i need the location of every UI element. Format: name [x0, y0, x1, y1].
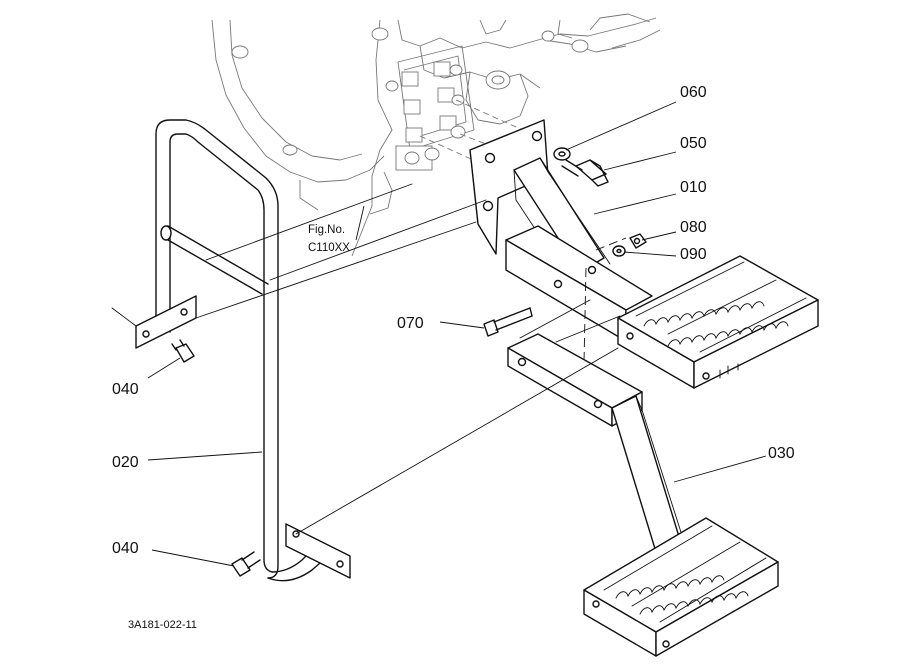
- handrail-020: [135, 119, 351, 582]
- upper-step-tread: [617, 255, 819, 389]
- bolt-050: [561, 159, 609, 187]
- projection-lines: [111, 183, 621, 535]
- leader-lines: [147, 101, 767, 567]
- callout-030: 030: [768, 445, 795, 462]
- figure-ref-number: C110XX: [308, 242, 350, 254]
- step-bracket-010: [469, 119, 653, 341]
- washer-060: [553, 147, 571, 161]
- callout-050: 050: [680, 135, 707, 152]
- callout-040-upper: 040: [112, 381, 139, 398]
- callout-040-lower: 040: [112, 540, 139, 557]
- callout-060: 060: [680, 84, 707, 101]
- washer-090: [612, 245, 626, 257]
- callout-010: 010: [680, 179, 707, 196]
- engine-housing-outline: [211, 13, 661, 257]
- callout-020: 020: [112, 454, 139, 471]
- callout-090: 090: [680, 246, 707, 263]
- bolt-040-upper: [171, 339, 195, 363]
- bolt-040-lower: [231, 551, 261, 577]
- figure-ref-label: Fig.No.: [308, 224, 345, 236]
- lower-step-030: [507, 333, 779, 657]
- nut-080: [629, 233, 647, 249]
- dashed-centerline-bracket: [583, 237, 627, 363]
- callout-080: 080: [680, 219, 707, 236]
- housing-bolt-cluster: [395, 45, 475, 171]
- drawing-code: 3A181-022-11: [128, 619, 197, 631]
- callout-070: 070: [397, 315, 424, 332]
- bolt-070: [483, 307, 533, 337]
